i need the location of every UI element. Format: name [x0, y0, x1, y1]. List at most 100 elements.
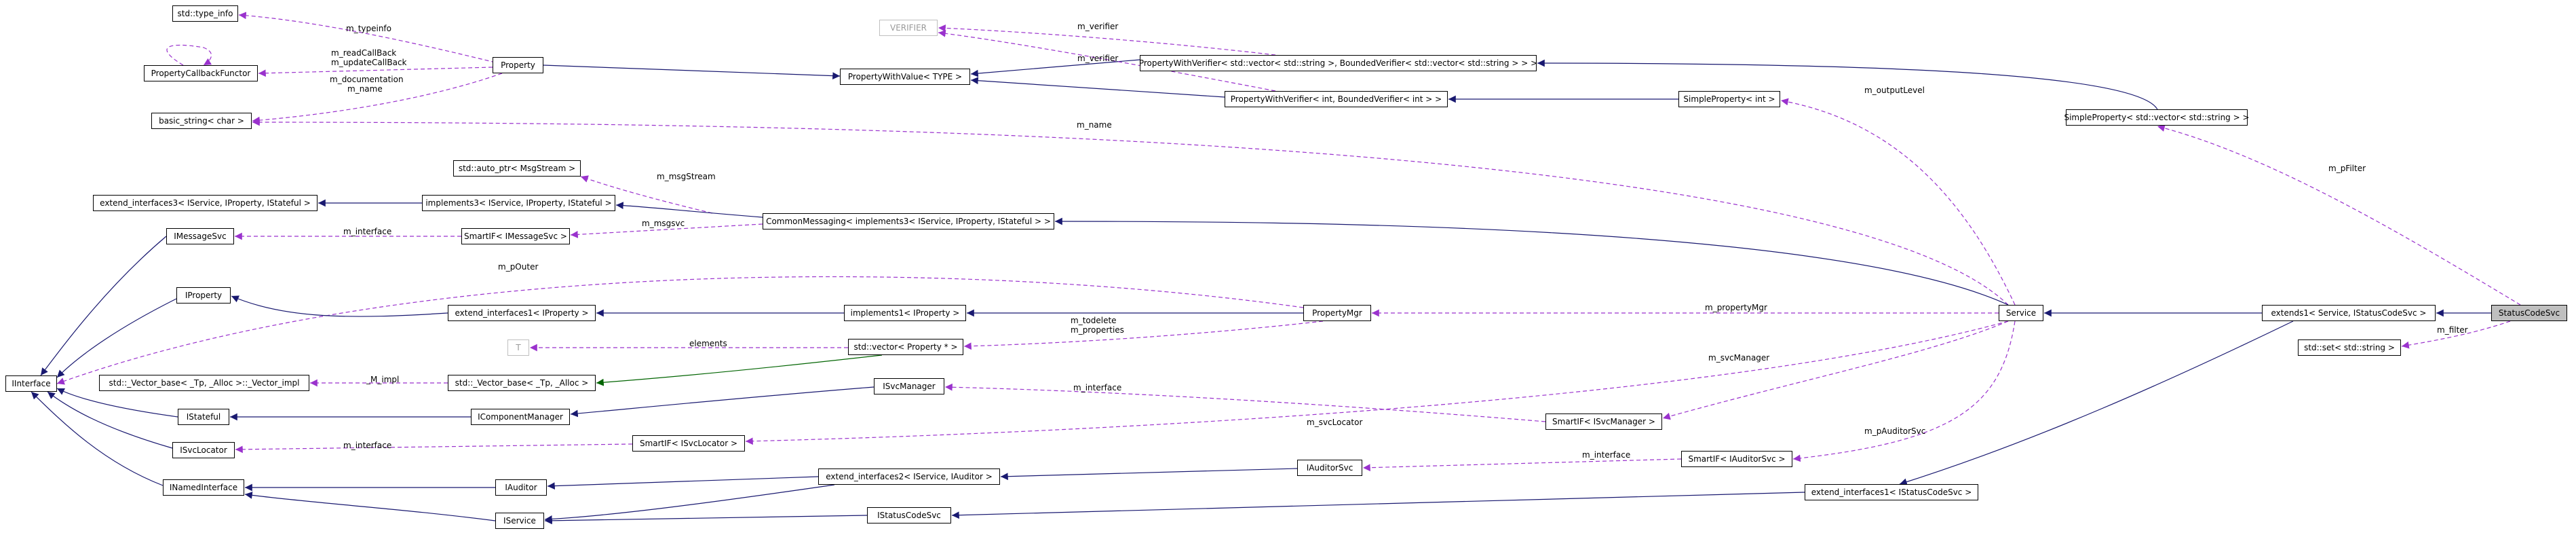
edge-outputlevel	[1780, 98, 2016, 306]
edge-typeinfo	[238, 12, 496, 63]
edge-label-m-propertymgr: m_propertyMgr	[1705, 303, 1767, 312]
node-std-vector-property-ptr[interactable]: std::vector< Property * >	[848, 339, 963, 355]
node-property-callback-functor[interactable]: PropertyCallbackFunctor	[144, 65, 258, 81]
node-propertymgr[interactable]: PropertyMgr	[1303, 305, 1371, 321]
node-std-type-info[interactable]: std::type_info	[172, 5, 238, 22]
edge-isvclocator-iinterface	[47, 391, 173, 449]
node-inamedinterface[interactable]: INamedInterface	[163, 479, 244, 496]
node-simple-property-int[interactable]: SimpleProperty< int >	[1678, 91, 1780, 107]
edge-label-m-updatecallback: m_updateCallBack	[331, 58, 407, 67]
edge-label-m-typeinfo: m_typeinfo	[346, 24, 391, 33]
node-statuscodesvc[interactable]: StatusCodeSvc	[2491, 305, 2567, 321]
node-extend-interfaces2[interactable]: extend_interfaces2< IService, IAuditor >	[818, 468, 1000, 485]
edge-inamed-iinterface	[31, 391, 164, 486]
node-extend-interfaces1-iproperty[interactable]: extend_interfaces1< IProperty >	[448, 305, 596, 321]
edge-interface-svcmgr	[944, 383, 1546, 422]
edge-label-m-outputlevel: m_outputLevel	[1864, 86, 1925, 95]
node-imessagesvc[interactable]: IMessageSvc	[166, 228, 234, 244]
node-extends1-service-istatuscodesvc[interactable]: extends1< Service, IStatusCodeSvc >	[2262, 305, 2436, 321]
node-property-with-verifier-int[interactable]: PropertyWithVerifier< int, BoundedVerifi…	[1225, 91, 1448, 107]
edge-pfilter	[2157, 124, 2521, 306]
node-iproperty[interactable]: IProperty	[176, 287, 231, 304]
edge-name-svc	[252, 118, 2009, 306]
node-extend-interfaces3[interactable]: extend_interfaces3< IService, IProperty,…	[93, 195, 318, 211]
edge-extends1-ext1scs	[1899, 320, 2294, 485]
node-implements3[interactable]: implements3< IService, IProperty, IState…	[422, 195, 615, 211]
edge-label-m-interface-msg: m_interface	[343, 227, 391, 236]
edge-label-m-pfilter: m_pFilter	[2328, 164, 2366, 173]
node-simple-property-vector[interactable]: SimpleProperty< std::vector< std::string…	[2064, 109, 2250, 126]
edge-label-m-pauditorsvc: m_pAuditorSvc	[1864, 426, 1925, 436]
node-common-messaging[interactable]: CommonMessaging< implements3< IService, …	[763, 213, 1054, 229]
node-property-with-value-type[interactable]: PropertyWithValue< TYPE >	[840, 69, 970, 85]
edge-svcmanager	[1662, 320, 2009, 420]
edge-label-m-impl: _M_impl	[366, 375, 399, 384]
node-t[interactable]: T	[507, 339, 529, 356]
node-smartif-isvclocator[interactable]: SmartIF< ISvcLocator >	[632, 435, 745, 452]
edge-label-m-readcallback: m_readCallBack	[331, 48, 396, 58]
edge-label-m-documentation: m_documentation	[330, 75, 404, 84]
edge-label-m-msgstream: m_msgStream	[657, 172, 716, 181]
edge-label-elements: elements	[689, 339, 727, 348]
node-iservice[interactable]: IService	[495, 513, 544, 529]
node-service[interactable]: Service	[1999, 305, 2043, 321]
edge-pwver-vec-pwv	[970, 59, 1140, 77]
node-verifier[interactable]: VERIFIER	[879, 20, 938, 36]
edge-vector-base	[596, 354, 883, 386]
edge-service-commonmsg	[1054, 217, 2009, 306]
edge-ext1scs-istatuscodesvc	[951, 492, 1805, 519]
edge-label-m-properties: m_properties	[1071, 325, 1124, 335]
edge-imessagesvc-iinterface	[40, 236, 167, 376]
node-property[interactable]: Property	[493, 57, 543, 73]
edge-filter	[2401, 320, 2511, 349]
edge-istateful-iinterface	[56, 388, 178, 418]
edge-property-pwv	[543, 65, 841, 80]
node-implements1-iproperty[interactable]: implements1< IProperty >	[844, 305, 966, 321]
edge-ext2-iauditor	[547, 476, 819, 490]
node-iauditorsvc[interactable]: IAuditorSvc	[1297, 460, 1362, 476]
node-property-with-verifier-vector[interactable]: PropertyWithVerifier< std::vector< std::…	[1139, 55, 1537, 71]
edge-simple-vec-pwver	[1537, 59, 2158, 110]
edge-interface-svcloc	[235, 443, 633, 454]
node-std-set-string[interactable]: std::set< std::string >	[2298, 339, 2401, 356]
edge-label-m-verifier-2: m_verifier	[1077, 54, 1118, 63]
node-iauditor[interactable]: IAuditor	[495, 479, 547, 496]
node-basic-string-char[interactable]: basic_string< char >	[151, 113, 252, 129]
node-icomponentmanager[interactable]: IComponentManager	[471, 409, 570, 425]
edge-documentation	[252, 73, 503, 124]
node-iinterface[interactable]: IInterface	[5, 375, 57, 392]
edge-interface-aud	[1362, 458, 1682, 472]
edge-label-m-msgsvc: m_msgsvc	[642, 219, 685, 228]
edge-label-m-interface-svcmgr: m_interface	[1073, 383, 1121, 392]
node-vector-base-impl[interactable]: std::_Vector_base< _Tp, _Alloc >::_Vecto…	[99, 375, 309, 391]
edge-svclocator	[745, 320, 2009, 445]
edge-ext2-iservice	[544, 484, 835, 523]
node-vector-base[interactable]: std::_Vector_base< _Tp, _Alloc >	[448, 375, 596, 391]
edge-ext1-iproperty	[231, 295, 448, 317]
edge-label-m-verifier-1: m_verifier	[1077, 22, 1118, 31]
node-std-auto-ptr-msgstream[interactable]: std::auto_ptr< MsgStream >	[453, 160, 581, 177]
node-extend-interfaces1-istatuscodesvc[interactable]: extend_interfaces1< IStatusCodeSvc >	[1805, 484, 1978, 500]
node-istateful[interactable]: IStateful	[178, 409, 229, 425]
edge-iproperty-iinterface	[56, 298, 177, 378]
edge-commonmsg-impl3	[615, 202, 763, 218]
node-istatuscodesvc[interactable]: IStatusCodeSvc	[867, 507, 951, 523]
edge-iservice-inamed	[244, 492, 496, 521]
edge-label-m-interface-svcloc: m_interface	[343, 441, 391, 450]
edge-pwver-int-pwv	[970, 77, 1225, 98]
edge-callbacks	[258, 67, 493, 77]
edge-label-m-todelete: m_todelete	[1071, 316, 1117, 325]
node-smartif-imessagesvc[interactable]: SmartIF< IMessageSvc >	[461, 228, 570, 244]
edge-todelete	[963, 320, 1324, 350]
node-isvclocator[interactable]: ISvcLocator	[172, 442, 235, 458]
edge-msgstream	[580, 175, 713, 214]
node-isvcmanager[interactable]: ISvcManager	[874, 378, 944, 394]
edge-isvcmgr-icompmgr	[570, 386, 874, 418]
edge-istatuscodesvc-iservice	[544, 515, 868, 525]
edge-verifier-int	[938, 29, 1276, 92]
node-smartif-iauditorsvc[interactable]: SmartIF< IAuditorSvc >	[1681, 451, 1792, 467]
edge-label-m-name-prop: m_name	[347, 84, 383, 94]
node-smartif-isvcmanager[interactable]: SmartIF< ISvcManager >	[1545, 413, 1662, 430]
